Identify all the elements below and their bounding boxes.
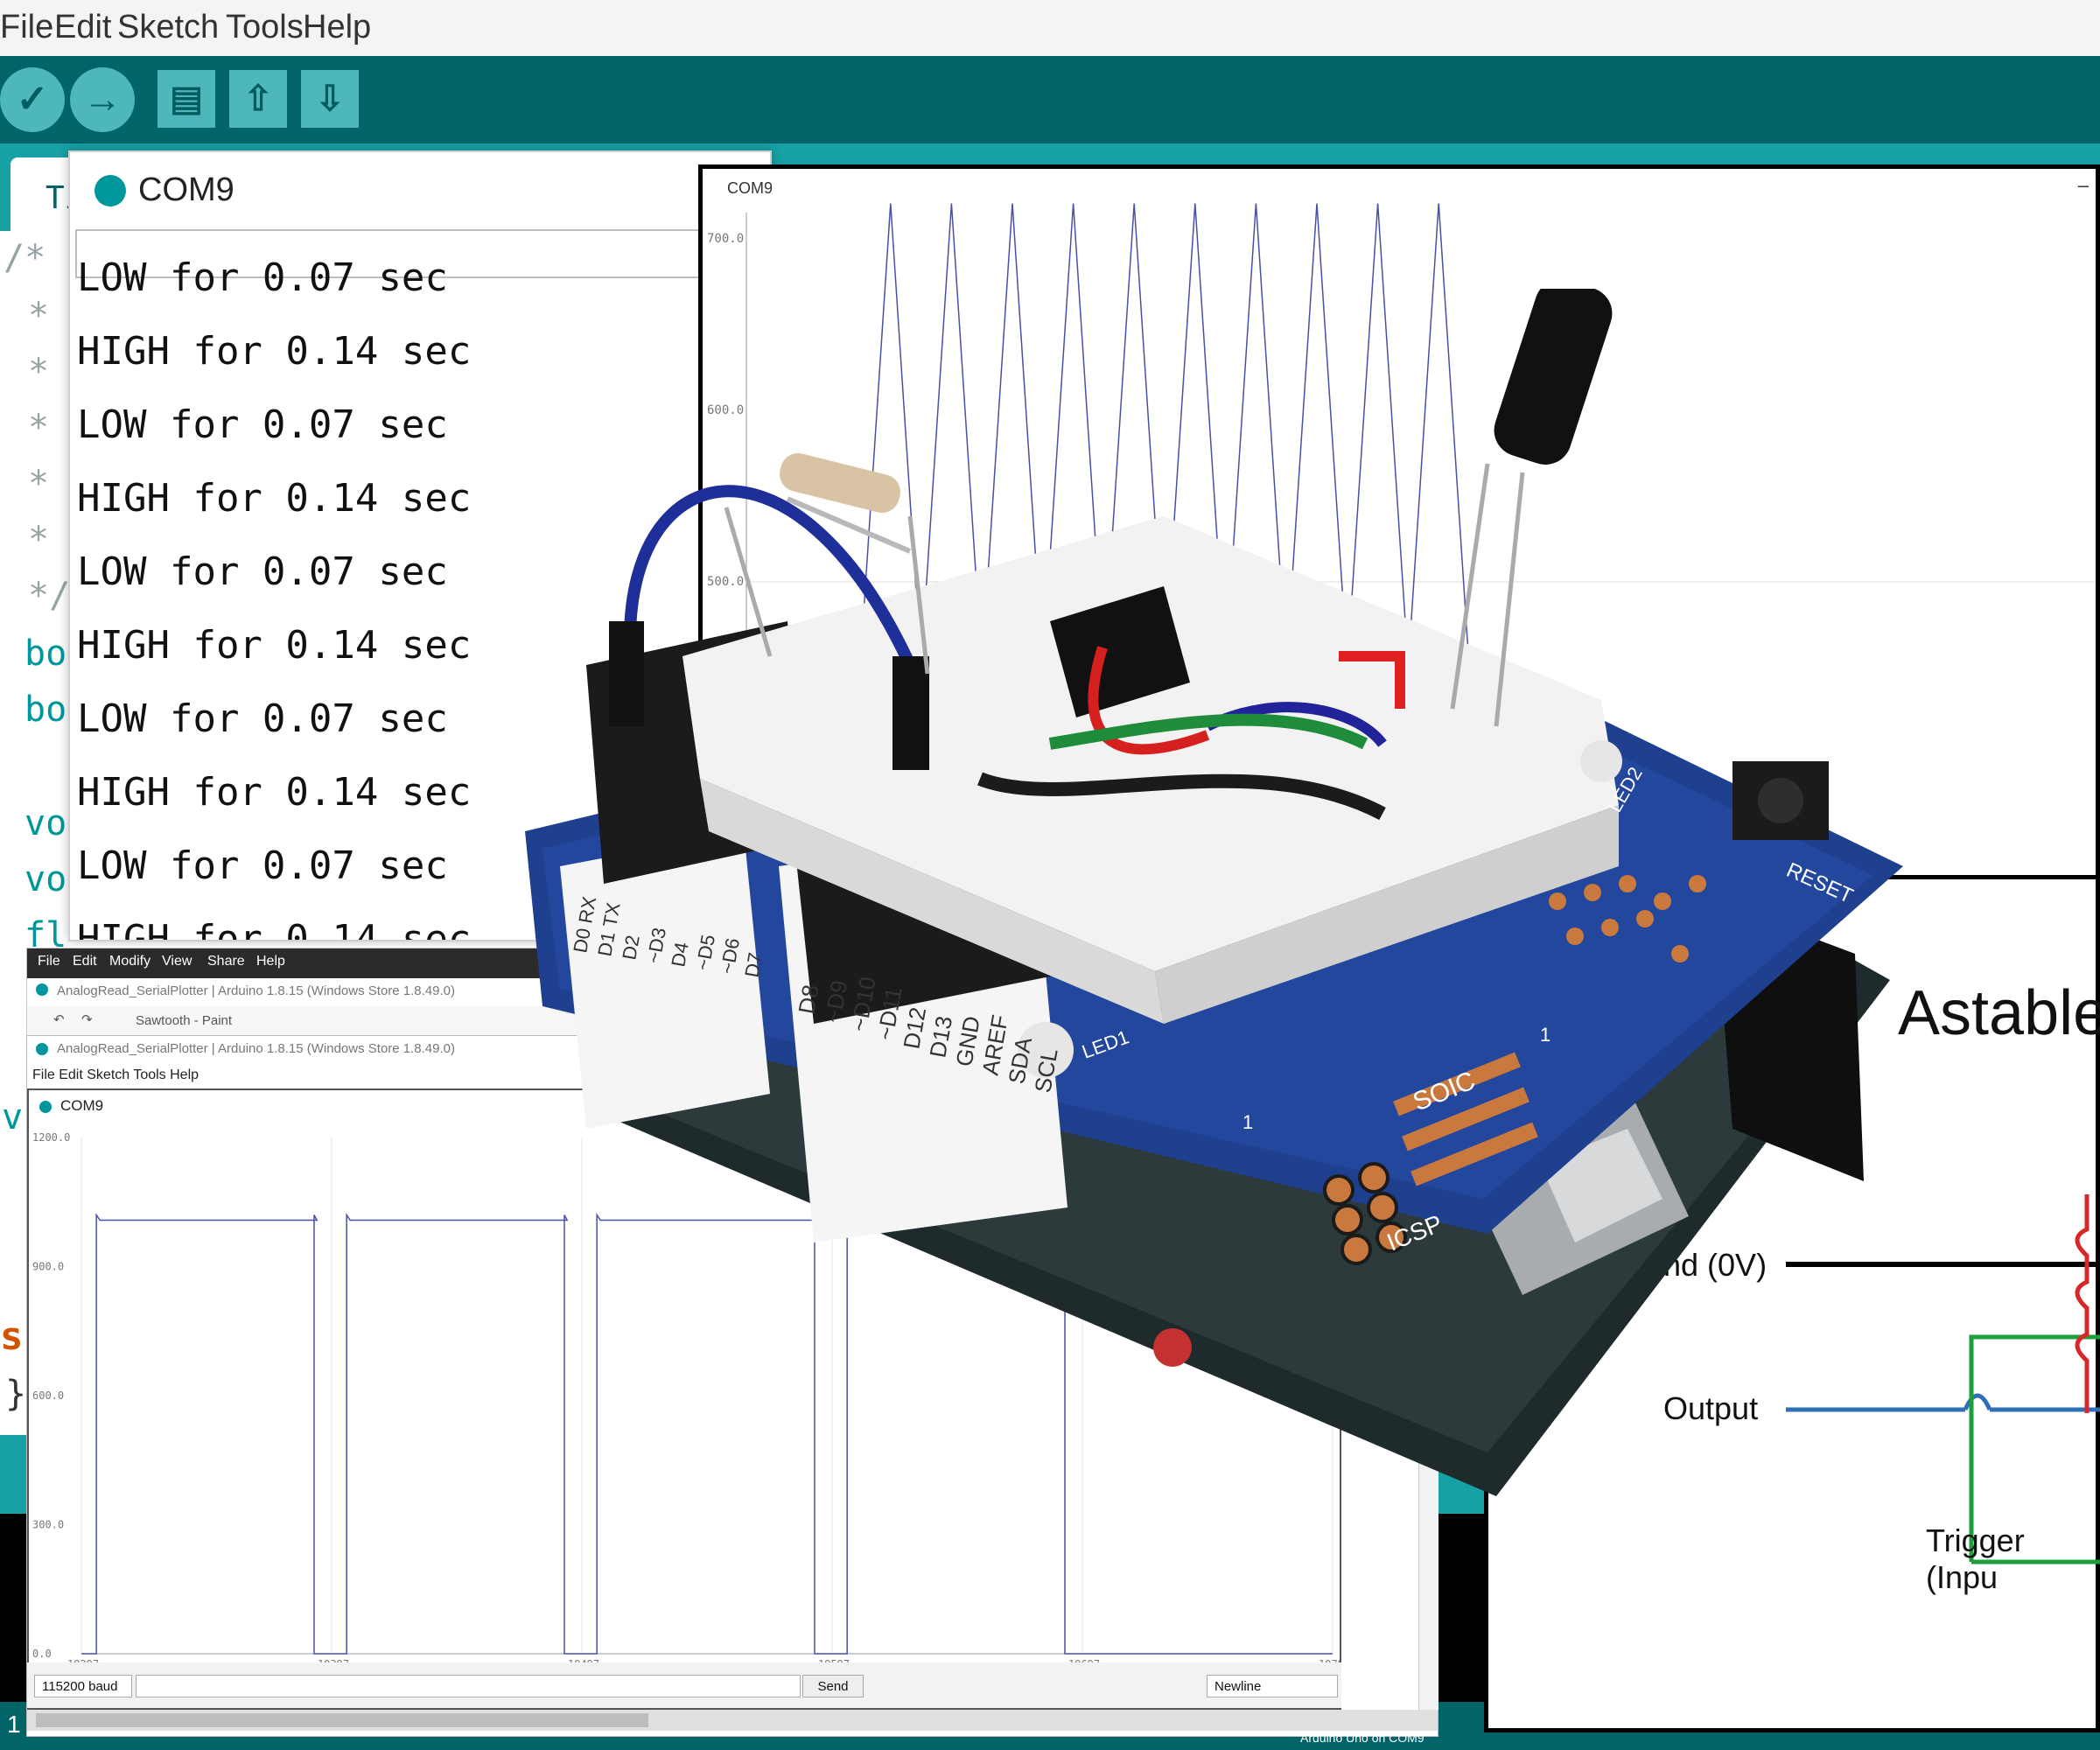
y-tick-label: 600.0 xyxy=(707,403,744,417)
save-button[interactable]: ⇩ xyxy=(301,70,359,128)
y-tick-label: 600.0 xyxy=(32,1390,64,1402)
arduino-logo-icon xyxy=(39,1101,52,1113)
paint-menu-help[interactable]: Help xyxy=(256,954,285,969)
code-brace: } xyxy=(5,1374,27,1414)
line-number: 1 xyxy=(7,1711,21,1738)
newline-select[interactable]: Newline xyxy=(1207,1675,1338,1698)
pin-label: D7 xyxy=(740,951,766,979)
serial-line: HIGH for 0.14 sec xyxy=(77,770,472,815)
arrow-right-icon: → xyxy=(83,78,122,121)
serial-line: HIGH for 0.14 sec xyxy=(77,623,472,668)
code-function: s xyxy=(0,1314,24,1359)
document-icon: ▤ xyxy=(170,80,203,118)
code-keyword: bo xyxy=(24,690,67,730)
board-status: Arduino Uno on COM9 xyxy=(1300,1731,1424,1745)
arduino-logo-icon xyxy=(94,175,126,206)
upload-button[interactable]: → xyxy=(70,67,135,132)
serial-input[interactable] xyxy=(75,229,761,278)
code-comment: * xyxy=(28,352,50,392)
code-comment: * xyxy=(28,520,50,560)
serial-line: LOW for 0.07 sec xyxy=(77,402,448,447)
ide-toolbar: ✓ → ▤ ⇧ ⇩ xyxy=(0,56,2100,144)
scroll-thumb[interactable] xyxy=(36,1713,648,1727)
y-tick-label: 500.0 xyxy=(707,575,744,589)
window-title: COM9 xyxy=(138,172,234,208)
plotter-menubar[interactable]: File Edit Sketch Tools Help xyxy=(32,1068,200,1082)
serial-line: LOW for 0.07 sec xyxy=(77,696,448,741)
y-tick-label: 900.0 xyxy=(32,1261,64,1273)
window-title: COM9 xyxy=(60,1097,104,1114)
y-tick-label: 300.0 xyxy=(32,1519,64,1531)
schematic-title: Astable xyxy=(1898,978,2100,1048)
send-button[interactable]: Send xyxy=(802,1675,864,1698)
horizontal-scrollbar[interactable] xyxy=(27,1710,1438,1731)
code-comment: /* xyxy=(4,238,46,278)
y-tick-label: 1200.0 xyxy=(32,1131,70,1144)
paint-menu-edit[interactable]: Edit xyxy=(73,954,97,969)
pin-label: D2 xyxy=(618,934,644,962)
open-button[interactable]: ⇧ xyxy=(229,70,287,128)
label-trigger: Trigger (Inpu xyxy=(1926,1522,2025,1595)
silk-pin1-a: 1 xyxy=(1540,1024,1550,1046)
code-keyword: v xyxy=(2,1097,24,1138)
new-button[interactable]: ▤ xyxy=(158,70,215,128)
paint-menu-modify[interactable]: Modify xyxy=(109,954,151,969)
code-comment: * xyxy=(28,296,50,336)
check-icon: ✓ xyxy=(16,78,49,121)
serial-line: HIGH for 0.14 sec xyxy=(77,476,472,521)
menu-edit[interactable]: Edit xyxy=(54,9,112,46)
code-keyword: vo xyxy=(24,803,67,844)
paint-menu-view[interactable]: View xyxy=(162,954,192,969)
plotter-controls: 115200 baud Send Newline xyxy=(27,1662,1341,1708)
serial-line: HIGH for 0.14 sec xyxy=(77,917,472,942)
menu-tools[interactable]: Tools xyxy=(226,9,304,46)
code-keyword: bo xyxy=(24,634,67,674)
y-tick-label: 700.0 xyxy=(707,232,744,246)
serial-line: HIGH for 0.14 sec xyxy=(77,329,472,374)
send-input[interactable] xyxy=(136,1675,801,1698)
minimize-button[interactable]: – xyxy=(2077,174,2089,196)
serial-line: LOW for 0.07 sec xyxy=(77,550,448,594)
menu-file[interactable]: File xyxy=(0,9,54,46)
serial-line: LOW for 0.07 sec xyxy=(77,844,448,888)
baud-select[interactable]: 115200 baud xyxy=(34,1675,132,1698)
code-keyword: vo xyxy=(24,859,67,900)
menu-sketch[interactable]: Sketch xyxy=(117,9,220,46)
redo-icon[interactable]: ↷ xyxy=(81,1012,93,1027)
pin-label: D4 xyxy=(667,941,693,969)
arduino-logo-icon xyxy=(36,984,48,996)
code-comment: * xyxy=(28,408,50,448)
paint-title: Sawtooth - Paint xyxy=(136,1013,233,1028)
serial-line: LOW for 0.07 sec xyxy=(77,256,448,300)
arrow-up-icon: ⇧ xyxy=(243,80,273,118)
silk-pin1-b: 1 xyxy=(1242,1111,1253,1133)
schematic-wires xyxy=(1786,1194,2100,1564)
y-tick-label: 0.0 xyxy=(32,1648,52,1660)
plotter-parent-title: AnalogRead_SerialPlotter | Arduino 1.8.1… xyxy=(57,1041,455,1056)
undo-icon[interactable]: ↶ xyxy=(53,1012,65,1027)
arrow-down-icon: ⇩ xyxy=(315,80,345,118)
paint-menu-file[interactable]: File xyxy=(38,954,60,969)
window-title: COM9 xyxy=(727,179,774,197)
arduino-logo-icon xyxy=(36,1043,48,1055)
menu-help[interactable]: Help xyxy=(303,9,372,46)
pin-label: D8 xyxy=(793,983,823,1016)
code-comment: */ xyxy=(28,576,71,616)
arduino-window-title: AnalogRead_SerialPlotter | Arduino 1.8.1… xyxy=(57,984,455,998)
code-comment: * xyxy=(28,464,50,504)
verify-button[interactable]: ✓ xyxy=(0,67,65,132)
ide-menubar: File Edit Sketch Tools Help xyxy=(0,0,2100,58)
paint-menu-share[interactable]: Share xyxy=(207,954,245,969)
label-output: Output xyxy=(1663,1390,1759,1426)
